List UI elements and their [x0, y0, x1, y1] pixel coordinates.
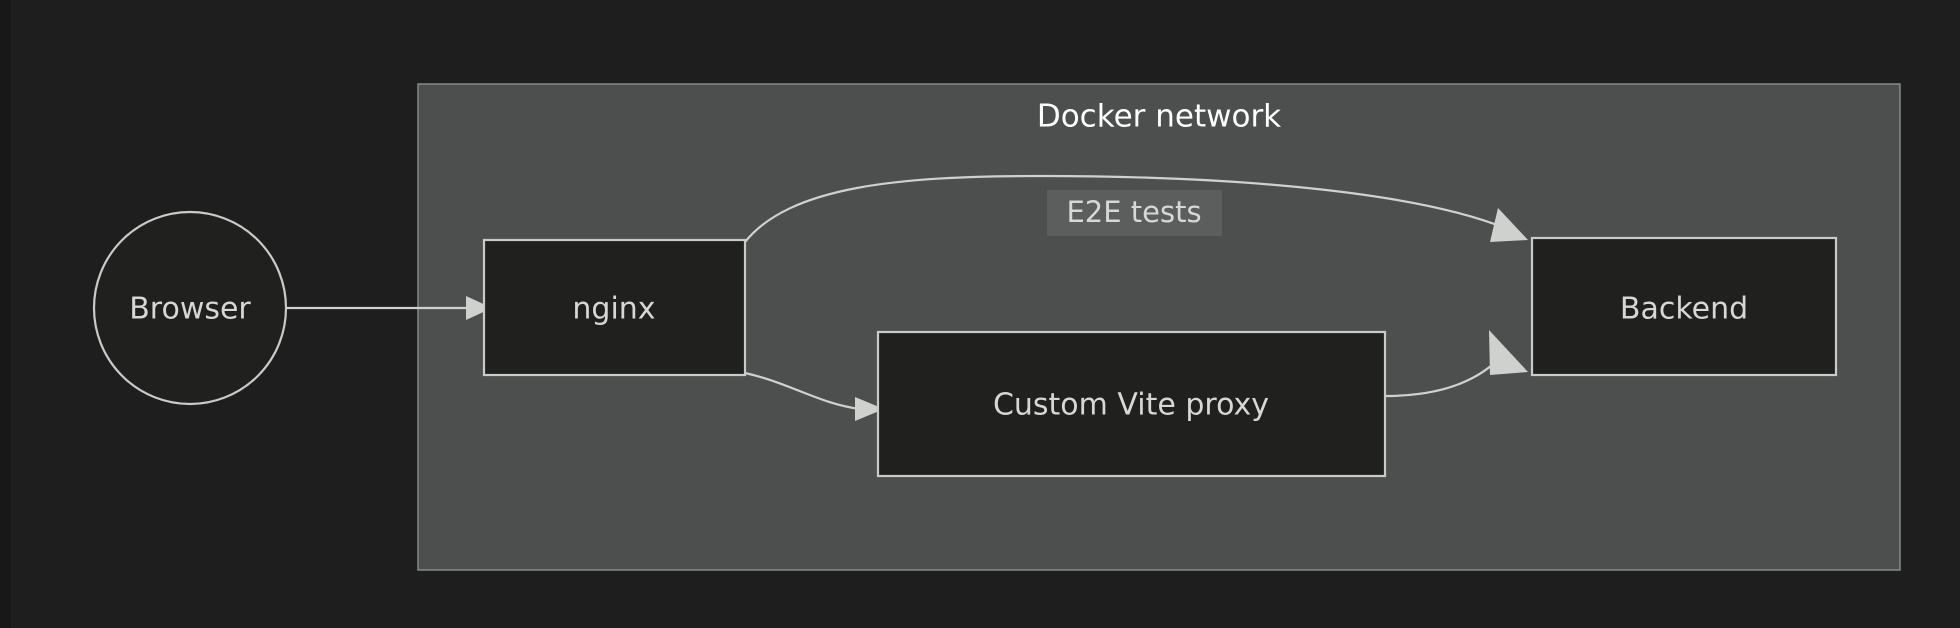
arrowhead-browser-to-nginx — [466, 296, 492, 320]
arrowhead-nginx-to-backend — [1490, 208, 1528, 242]
node-backend[interactable] — [1530, 236, 1838, 377]
node-browser-label: Browser — [129, 292, 251, 327]
arrowhead-vite-to-backend — [1489, 330, 1528, 375]
cluster-title: Docker network — [1037, 99, 1281, 135]
node-nginx-label: nginx — [572, 292, 655, 327]
left-gutter — [0, 0, 11, 628]
node-custom-vite-proxy[interactable] — [876, 330, 1387, 478]
edge-label-e2e-tests: E2E tests — [1066, 195, 1201, 229]
node-nginx[interactable] — [482, 238, 747, 377]
edge-nginx-to-vite[interactable] — [744, 371, 861, 411]
node-custom-vite-proxy-label: Custom Vite proxy — [993, 388, 1269, 423]
arrowhead-nginx-to-vite — [855, 397, 884, 421]
edge-label-background-e2e-tests — [1047, 190, 1222, 236]
node-backend-label: Backend — [1620, 292, 1748, 327]
edge-nginx-to-backend[interactable] — [744, 174, 1506, 243]
node-browser[interactable] — [92, 210, 288, 406]
